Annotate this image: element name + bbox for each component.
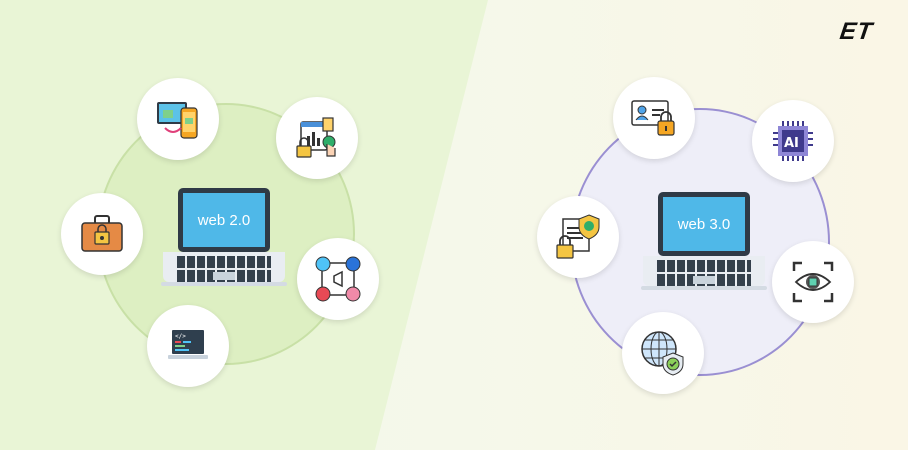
- identity-card-lock-icon: [613, 77, 695, 159]
- ai-chip-icon: AI: [752, 100, 834, 182]
- web3-label: web 3.0: [663, 197, 745, 251]
- web2-laptop: web 2.0: [161, 188, 287, 286]
- svg-text:</>: </>: [175, 333, 186, 340]
- ar-eye-cube-icon: [772, 241, 854, 323]
- locked-briefcase-icon: [61, 193, 143, 275]
- web3-laptop: web 3.0: [641, 192, 767, 290]
- multi-device-sync-icon: [137, 78, 219, 160]
- web2-label: web 2.0: [183, 193, 265, 247]
- secure-document-shield-icon: [537, 196, 619, 278]
- brand-logo: ET: [838, 18, 875, 45]
- secure-globe-icon: [622, 312, 704, 394]
- code-laptop-icon: </>: [147, 305, 229, 387]
- secure-analytics-click-icon: [276, 97, 358, 179]
- svg-text:AI: AI: [784, 136, 799, 151]
- social-media-network-icon: [297, 238, 379, 320]
